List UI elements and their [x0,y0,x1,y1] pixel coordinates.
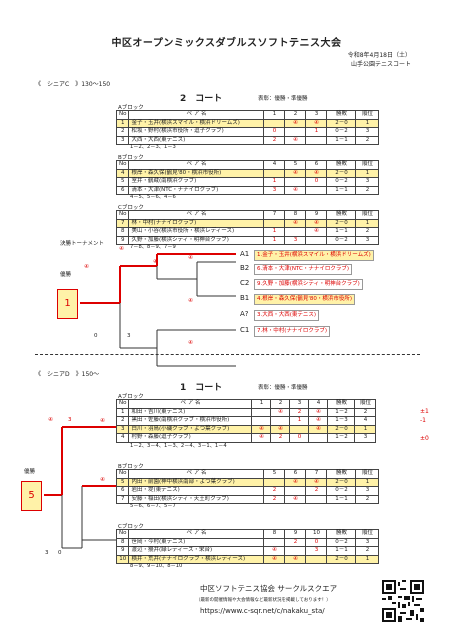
row-mark: ±1 [420,408,429,415]
bracket-score: 3 [45,550,49,556]
row-mark: -1 [420,417,426,424]
bracket-pos: C1 [240,326,250,334]
winner-box: 5 [21,481,42,511]
bracket-label: 決勝トーナメント [60,241,105,247]
bracket-score: 0 [94,333,98,339]
bracket-result: 1.金子・玉井(横浜スマイル・横浜ドリームズ) [254,250,374,261]
winner-label: 優勝 [60,272,72,278]
bracket-score: ④ [188,298,193,304]
bracket-result: 4.根岸・森久保(鶴見'80・横浜市役所) [254,294,356,305]
block-b-label: Bブロック [118,464,144,470]
winner-label: 優勝 [24,469,36,475]
section-c-label: 《 シニアC 》130～150 [35,81,111,88]
table-cell: 2 [355,494,380,504]
bracket-pos: A1 [240,250,250,258]
bracket-result: 9.久野・加藤(横浜シティ・明神台クラブ) [254,279,363,290]
bracket-score: ④ [100,418,105,424]
block-a-order: 1－2、2－3、1－3 [130,144,176,150]
table-cell: 9 [115,235,130,245]
block-b-label: Bブロック [118,155,144,161]
bracket-result: 7.林・中村(ナナイロクラブ) [254,326,331,337]
footer-note: （最新の開催情報や大会情報など最新状況を掲載しております！） [196,598,331,603]
bracket-pos: A? [240,310,249,318]
table-cell: 7 [115,494,130,504]
bracket-score: ④ [84,264,89,270]
table-cell: 3 [354,433,377,443]
table-cell: 4 [115,433,130,443]
bracket-score: ④ [119,246,124,252]
table-cell: 6 [115,185,130,195]
section-d-court: 1 コート [180,383,223,393]
bracket-pos: C2 [240,279,250,287]
bracket-score: 3 [68,417,72,423]
event-date: 令和8年4月18日（土） [347,52,411,59]
page-title: 中区オープンミックスダブルスソフトテニス大会 [111,38,342,49]
block-c-order: 8－9、9－10、8－10 [130,563,183,569]
bracket-pos: B2 [240,264,250,272]
bracket-result: 6.清本・大津(NTC・ナナイロクラブ) [254,264,353,275]
block-c-label: Cブロック [118,524,144,530]
table-cell: 3 [355,235,380,245]
footer-org: 中区ソフトテニス協会 サークルスクエア [200,584,338,593]
table-cell: 10 [115,554,130,564]
block-a-order: 1－2、3－4、1－3、2－4、3－1、1－4 [130,443,227,449]
block-a-label: Aブロック [118,394,144,400]
row-mark: ±0 [420,435,429,442]
bracket-score: ④ [100,477,105,483]
bracket-score: ④ [153,259,158,265]
table-cell: 2 [355,185,380,195]
block-c-order: 7－8、8－9、7－9 [130,244,176,250]
section-c-award: 表彰：優勝・準優勝 [258,96,308,102]
block-a-label: Aブロック [118,105,144,111]
bracket-score: ④ [188,255,193,261]
bracket-result: 3.大西・大西(東テニス) [254,310,320,321]
bracket-score: 0 [58,550,62,556]
bracket-score: ④ [48,417,53,423]
section-d-award: 表彰：優勝・準優勝 [258,385,308,391]
section-c-court: 2 コート [180,94,223,104]
section-divider [35,354,420,355]
footer-url[interactable]: https://www.c-sqr.net/c/nakaku_sta/ [200,607,325,615]
winner-box: 1 [57,289,78,319]
block-c-label: Cブロック [118,205,144,211]
bracket-score: 3 [127,333,131,339]
table-cell: 2 [355,135,380,145]
bracket-score: ④ [188,340,193,346]
event-venue: 山手公園テニスコート [350,61,411,68]
table-cell: 3 [115,135,130,145]
table-cell: 1 [355,554,380,564]
bracket-pos: B1 [240,294,250,302]
block-b-order: 5－6、6－7、5－7 [130,503,176,509]
section-d-label: 《 シニアD 》150～ [35,371,100,378]
block-b-order: 4－5、5－6、4－6 [130,194,176,200]
qr-code-icon[interactable] [382,580,424,622]
